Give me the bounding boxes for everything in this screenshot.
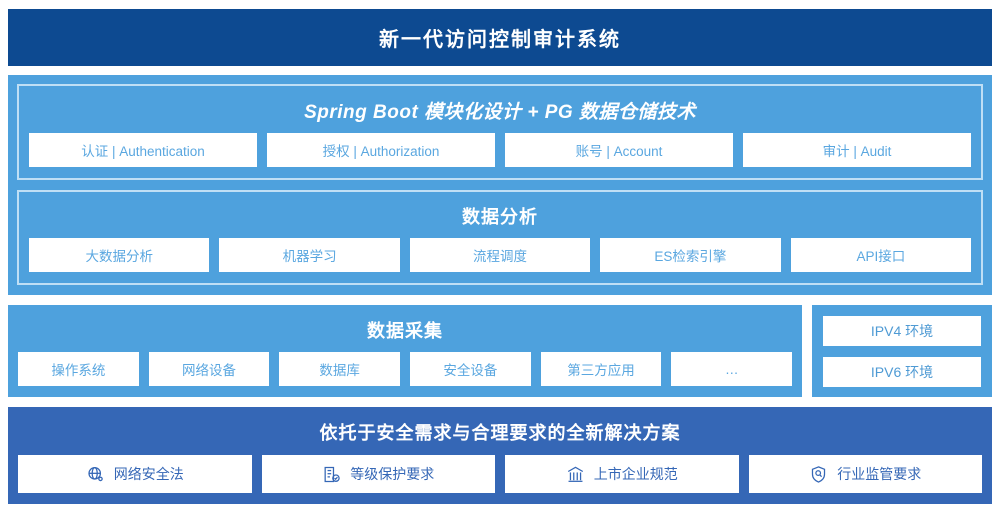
document-check-icon: [322, 465, 341, 484]
platform-chip-account[interactable]: 账号 | Account: [505, 133, 733, 167]
compliance-title: 依托于安全需求与合理要求的全新解决方案: [319, 423, 681, 443]
environment-panel: IPV4 环境 IPV6 环境: [812, 305, 992, 397]
platform-chip-authentication[interactable]: 认证 | Authentication: [29, 133, 257, 167]
platform-chip-authorization[interactable]: 授权 | Authorization: [267, 133, 495, 167]
shield-search-icon: [809, 465, 828, 484]
analysis-chip-label: API接口: [856, 249, 906, 264]
collection-chip-third-party-app[interactable]: 第三方应用: [540, 352, 662, 386]
header-bar: 新一代访问控制审计系统: [8, 9, 992, 66]
analysis-chip-bigdata[interactable]: 大数据分析: [29, 238, 210, 272]
analysis-chip-label: ES检索引擎: [654, 249, 727, 264]
collection-chip-label: …: [724, 361, 739, 377]
collection-chip-security-device[interactable]: 安全设备: [410, 352, 531, 386]
environment-chip-label: IPV4 环境: [870, 322, 934, 339]
compliance-chip-label: 等级保护要求: [350, 466, 435, 482]
analysis-chip-label: 机器学习: [282, 249, 337, 264]
collection-chip-label: 操作系统: [51, 363, 106, 378]
compliance-chip-row: 网络安全法 等级保护要求: [18, 455, 982, 493]
globe-network-icon: [86, 465, 105, 484]
environment-chip-ipv4[interactable]: IPV4 环境: [823, 315, 981, 346]
platform-group: Spring Boot 模块化设计 + PG 数据仓储技术 认证 | Authe…: [17, 84, 983, 180]
analysis-chip-row: 大数据分析 机器学习 流程调度 ES检索引擎 API接口: [29, 238, 972, 272]
analysis-group: 数据分析 大数据分析 机器学习 流程调度 ES检索引擎 API接口: [17, 190, 983, 285]
collection-chip-more[interactable]: …: [671, 352, 793, 386]
collection-chip-label: 网络设备: [182, 363, 236, 378]
compliance-chip-industry-regulation[interactable]: 行业监管要求: [748, 455, 982, 493]
compliance-panel: 依托于安全需求与合理要求的全新解决方案 网络安全法: [8, 407, 992, 504]
platform-chip-label: 审计 | Audit: [822, 144, 892, 159]
compliance-chip-label: 上市企业规范: [593, 466, 678, 482]
analysis-chip-api[interactable]: API接口: [790, 238, 972, 272]
collection-chip-database[interactable]: 数据库: [279, 352, 401, 386]
compliance-chip-listed-company[interactable]: 上市企业规范: [505, 455, 739, 493]
compliance-chip-graded-protection[interactable]: 等级保护要求: [261, 455, 495, 493]
collection-chip-os[interactable]: 操作系统: [18, 352, 139, 386]
compliance-chip-label: 行业监管要求: [837, 466, 922, 482]
environment-chip-label: IPV6 环境: [870, 363, 934, 380]
collection-chip-label: 安全设备: [443, 363, 498, 378]
analysis-chip-machine-learning[interactable]: 机器学习: [219, 238, 400, 272]
platform-chip-label: 授权 | Authorization: [322, 144, 440, 159]
platform-chip-audit[interactable]: 审计 | Audit: [743, 133, 971, 167]
platform-chip-label: 认证 | Authentication: [81, 144, 205, 159]
collection-panel: 数据采集 操作系统 网络设备 数据库 安全设备 第三方应用 …: [8, 305, 802, 397]
analysis-title: 数据分析: [462, 207, 538, 227]
bank-building-icon: [566, 465, 585, 484]
environment-chip-ipv6[interactable]: IPV6 环境: [823, 356, 981, 387]
collection-chip-label: 第三方应用: [567, 363, 635, 378]
collection-chip-label: 数据库: [319, 363, 360, 378]
platform-chip-label: 账号 | Account: [575, 144, 663, 159]
platform-and-analysis-panel: Spring Boot 模块化设计 + PG 数据仓储技术 认证 | Authe…: [8, 75, 992, 295]
compliance-chip-cybersecurity-law[interactable]: 网络安全法: [18, 455, 252, 493]
collection-chip-network-device[interactable]: 网络设备: [148, 352, 270, 386]
platform-title: Spring Boot 模块化设计 + PG 数据仓储技术: [304, 102, 696, 123]
collection-title: 数据采集: [367, 321, 443, 341]
analysis-chip-label: 流程调度: [473, 249, 528, 264]
page-title: 新一代访问控制审计系统: [379, 29, 621, 51]
compliance-chip-label: 网络安全法: [113, 466, 184, 482]
collection-chip-row: 操作系统 网络设备 数据库 安全设备 第三方应用 …: [18, 352, 793, 386]
analysis-chip-process-scheduling[interactable]: 流程调度: [409, 238, 591, 272]
analysis-chip-es-search[interactable]: ES检索引擎: [600, 238, 781, 272]
collection-row: 数据采集 操作系统 网络设备 数据库 安全设备 第三方应用 …: [8, 305, 992, 397]
platform-chip-row: 认证 | Authentication 授权 | Authorization 账…: [29, 133, 971, 167]
analysis-chip-label: 大数据分析: [85, 249, 153, 264]
